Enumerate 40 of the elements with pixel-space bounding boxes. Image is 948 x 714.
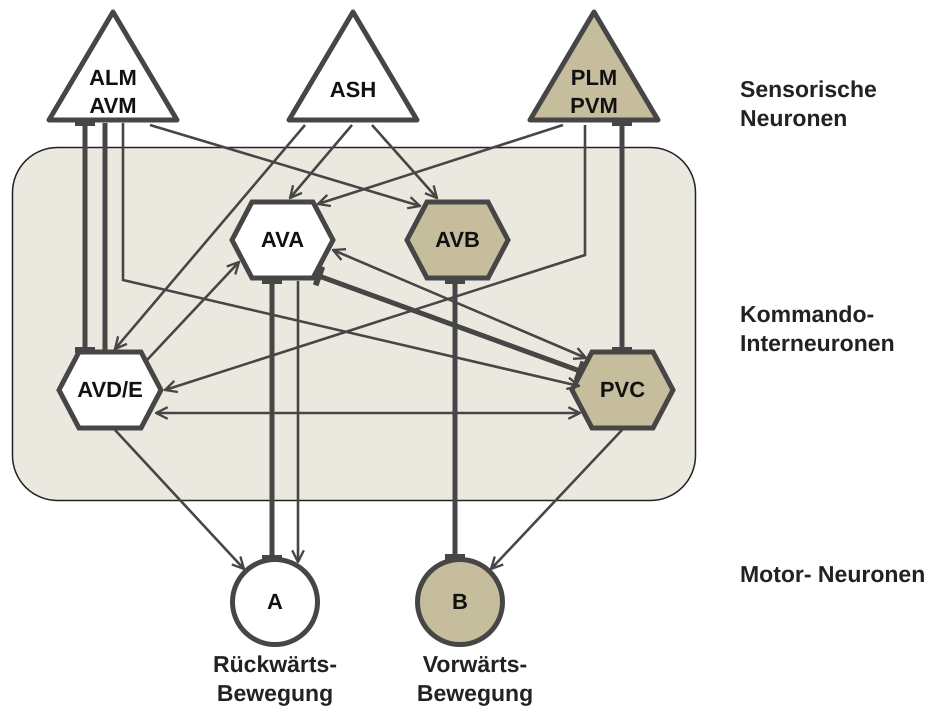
row-label: Motor- Neuronen [740,560,926,589]
t-bar-connector [445,278,465,560]
sensory-neuron-triangle [45,8,181,124]
connector-line [102,123,108,350]
double-arrow [332,248,588,360]
motor-neuron-circle [415,557,505,647]
t-bar-connector [312,266,586,382]
arrow [490,429,623,570]
neuron-label: AVB [434,226,481,254]
region-band [12,147,696,501]
arrow [114,429,246,570]
t-bar-connector [262,278,282,561]
row-label: Sensorische Neuronen [740,75,878,133]
arrow [371,124,438,200]
interneuron-hexagon [57,350,163,430]
neuron-label: PLM PVM [569,64,619,120]
motor-neuron-circle [230,557,320,647]
neuron-label: B [451,588,469,616]
node-caption: Rückwärts- Bewegung [212,650,338,708]
arrow [291,281,305,564]
arrow [150,124,422,210]
neuron-label: ASH [328,76,378,104]
node-caption: Vorwärts- Bewegung [416,650,534,708]
arrow [146,260,240,361]
interneuron-hexagon [230,200,335,280]
arrow [288,124,353,200]
neuron-label: ALM AVM [88,64,138,120]
interneuron-hexagon [405,200,510,280]
arrow [114,124,306,350]
sensory-neuron-triangle [526,8,662,124]
neuron-label: AVA [260,226,306,254]
t-bar-connector [75,120,95,353]
arrow [316,124,564,208]
sensory-neuron-triangle [285,8,421,124]
neuron-label: PVC [598,376,646,404]
double-arrow [154,406,582,420]
neuron-label: AVD/E [76,376,144,404]
neuron-label: A [266,588,284,616]
row-label: Kommando- Interneuronen [740,300,896,358]
interneuron-hexagon [570,350,675,430]
